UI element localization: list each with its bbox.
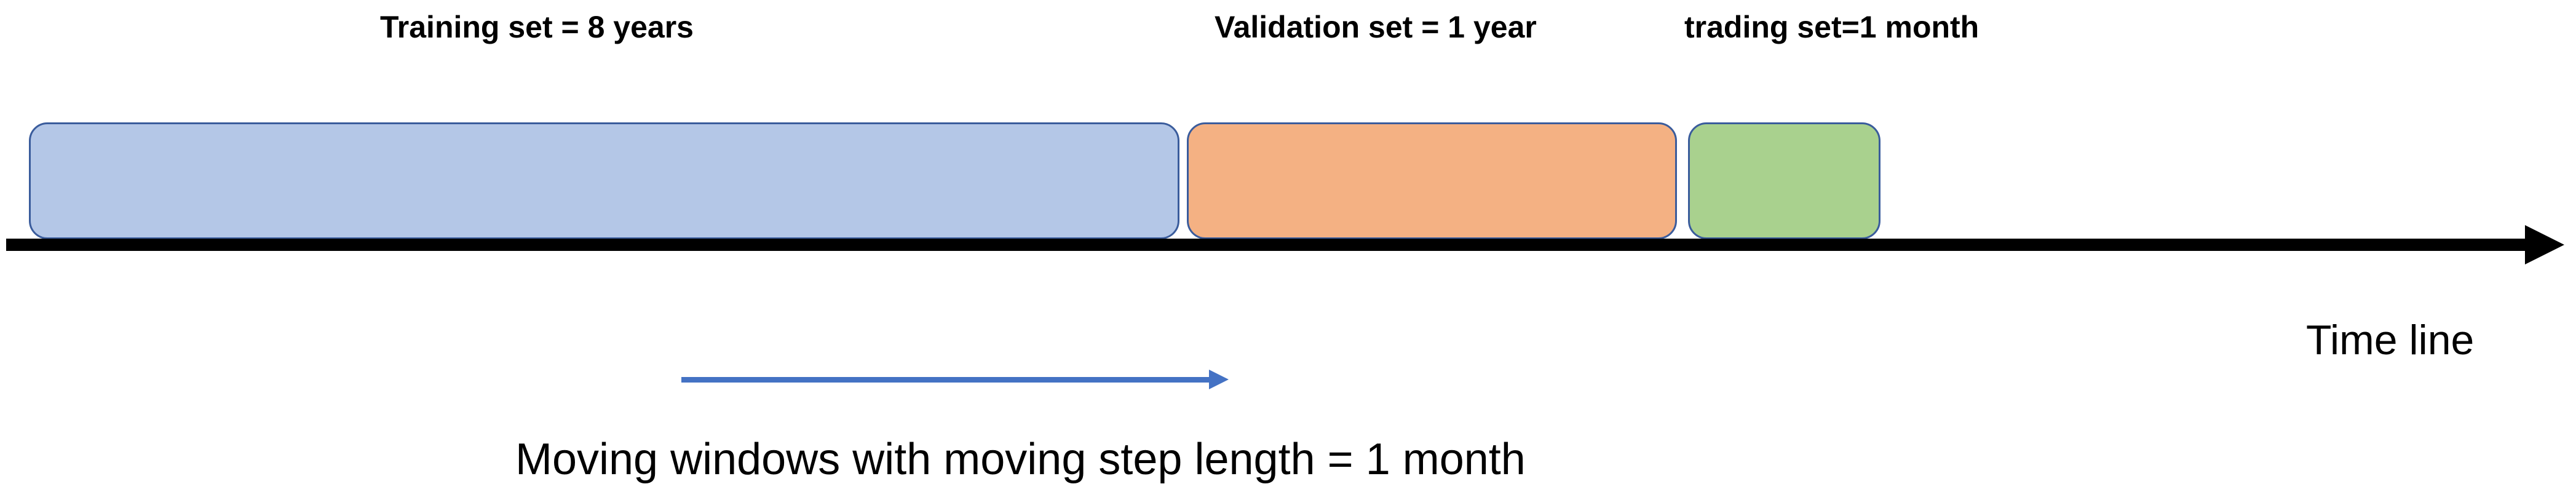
timeline-arrow-line (6, 239, 2526, 251)
moving-window-arrowhead-icon (1209, 370, 1229, 389)
timeline-arrowhead-icon (2525, 225, 2564, 264)
validation-set-label: Validation set = 1 year (1215, 10, 1537, 44)
moving-window-caption: Moving windows with moving step length =… (515, 435, 1526, 484)
validation-set-box (1187, 122, 1677, 239)
timeline-label: Time line (2306, 317, 2475, 363)
moving-window-arrow-line (681, 377, 1211, 383)
trading-set-label: trading set=1 month (1684, 10, 1980, 44)
training-set-label: Training set = 8 years (380, 10, 694, 44)
training-set-box (29, 122, 1179, 239)
trading-set-box (1688, 122, 1880, 239)
